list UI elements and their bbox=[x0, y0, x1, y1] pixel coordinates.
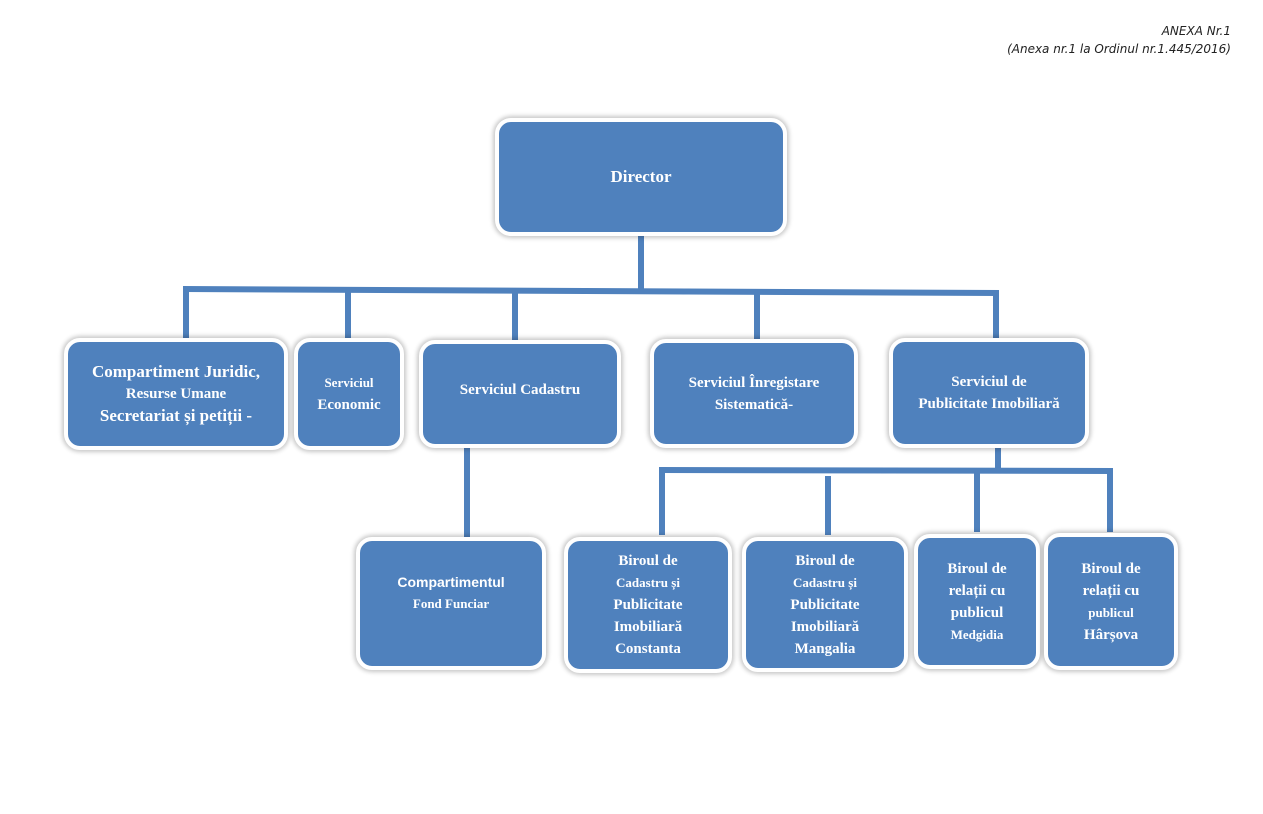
inregistrare-line-1: Serviciul Înregistare bbox=[688, 374, 820, 391]
director-box: Director bbox=[495, 118, 787, 236]
fond-line-2: Fond Funciar bbox=[412, 595, 490, 611]
economic-line-2: Economic bbox=[317, 397, 381, 413]
constanta-line-1: Biroul de bbox=[618, 553, 678, 569]
annex-header: ANEXA Nr.1 (Anexa nr.1 la Ordinul nr.1.4… bbox=[1007, 22, 1231, 58]
medgidia-line-3: publicul bbox=[950, 604, 1004, 621]
serviciul-publicitate-box: Serviciul de Publicitate Imobiliară bbox=[889, 338, 1089, 448]
biroul-mangalia-box: Biroul de Cadastru și Publicitate Imobil… bbox=[742, 537, 908, 672]
serviciul-cadastru-box: Serviciul Cadastru bbox=[419, 340, 621, 448]
constanta-line-3: Publicitate bbox=[613, 597, 683, 613]
harsova-line-2: relații cu bbox=[1082, 582, 1140, 599]
mangalia-line-4: Imobiliară bbox=[790, 618, 860, 635]
harsova-line-4: Hârșova bbox=[1083, 626, 1139, 643]
director-label: Director bbox=[610, 167, 672, 186]
biroul-constanta-box: Biroul de Cadastru și Publicitate Imobil… bbox=[564, 537, 732, 673]
juridic-line-3: Secretariat și petiții - bbox=[99, 406, 253, 425]
serviciul-economic-box: Serviciul Economic bbox=[294, 338, 404, 450]
cadastru-label: Serviciul Cadastru bbox=[459, 382, 581, 398]
compartimentul-fond-funciar-box: Compartimentul Fond Funciar bbox=[356, 537, 546, 670]
juridic-line-2: Resurse Umane bbox=[125, 386, 227, 402]
fond-line-1: Compartimentul bbox=[397, 573, 505, 590]
mangalia-line-1: Biroul de bbox=[795, 552, 855, 569]
serviciul-inregistrare-box: Serviciul Înregistare Sistematică- bbox=[650, 339, 858, 448]
publicitate-line-1: Serviciul de bbox=[951, 374, 1027, 390]
annex-title: ANEXA Nr.1 bbox=[1161, 24, 1231, 38]
biroul-medgidia-box: Biroul de relații cu publicul Medgidia bbox=[914, 534, 1040, 669]
medgidia-line-1: Biroul de bbox=[947, 560, 1007, 577]
publicitate-line-2: Publicitate Imobiliară bbox=[918, 396, 1060, 412]
juridic-line-1: Compartiment Juridic, bbox=[91, 362, 261, 381]
medgidia-line-4: Medgidia bbox=[950, 626, 1004, 642]
mangalia-line-3: Publicitate bbox=[790, 596, 860, 613]
economic-line-1: Serviciul bbox=[324, 375, 374, 390]
annex-reference: (Anexa nr.1 la Ordinul nr.1.445/2016) bbox=[1007, 42, 1231, 56]
connector-birouri-bus bbox=[658, 467, 1114, 474]
biroul-harsova-box: Biroul de relații cu publicul Hârșova bbox=[1044, 533, 1178, 670]
inregistrare-line-2: Sistematică- bbox=[714, 396, 794, 413]
mangalia-line-2: Cadastru și bbox=[793, 574, 857, 590]
harsova-line-3: publicul bbox=[1088, 604, 1134, 620]
constanta-line-4: Imobiliară bbox=[613, 619, 683, 635]
medgidia-line-2: relații cu bbox=[948, 582, 1006, 599]
constanta-line-2: Cadastru și bbox=[616, 575, 680, 590]
constanta-line-5: Constanta bbox=[615, 641, 681, 657]
mangalia-line-5: Mangalia bbox=[794, 640, 856, 657]
connector-level1-bus bbox=[182, 286, 1000, 296]
harsova-line-1: Biroul de bbox=[1081, 560, 1141, 577]
compartiment-juridic-box: Compartiment Juridic, Resurse Umane Secr… bbox=[64, 338, 288, 450]
